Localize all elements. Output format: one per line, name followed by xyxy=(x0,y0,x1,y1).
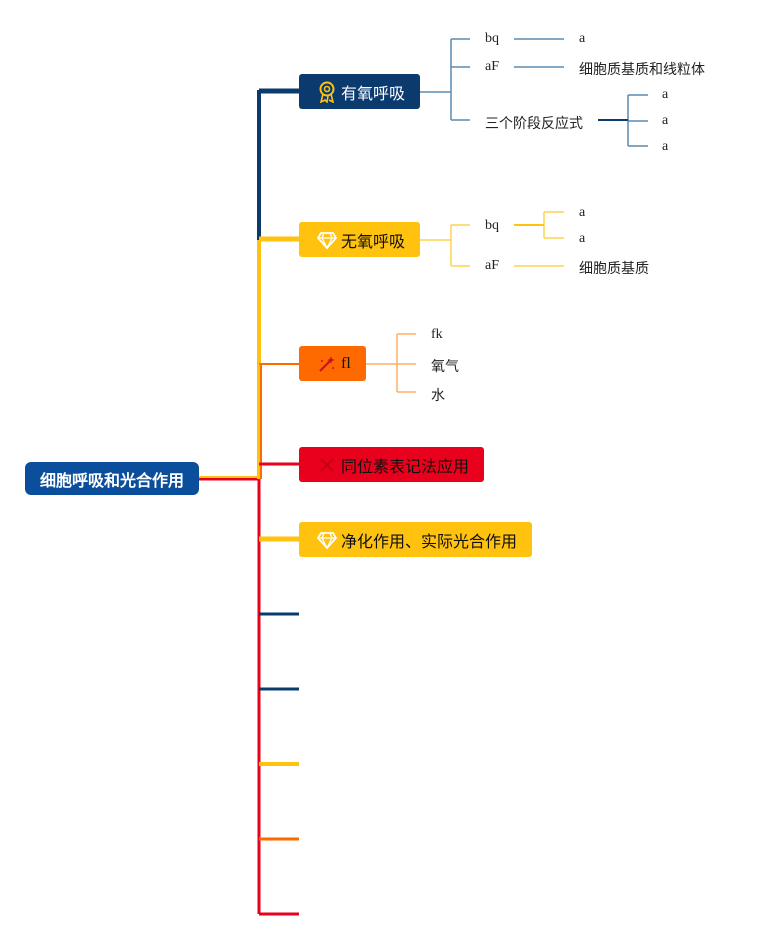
branch-anaerobic[interactable]: 无氧呼吸 xyxy=(299,222,420,257)
branch-aerobic[interactable]: 有氧呼吸 xyxy=(299,74,420,109)
root-topic-label: 细胞呼吸和光合作用 xyxy=(39,472,184,490)
branch-fl-label: fl xyxy=(341,354,351,372)
branch-fl[interactable]: fl xyxy=(299,346,366,381)
branch-isotope[interactable]: 同位素表记法应用 xyxy=(299,447,484,482)
aerobic-af-label[interactable]: aF xyxy=(485,59,499,74)
fl-child-item[interactable]: fk xyxy=(431,327,443,342)
fl-subtree-connectors xyxy=(366,333,416,393)
anaerobic-bq-value[interactable]: a xyxy=(579,231,586,246)
aerobic-af-value[interactable]: 细胞质基质和线粒体 xyxy=(579,62,705,78)
root-topic[interactable]: 细胞呼吸和光合作用 xyxy=(25,462,199,495)
branch-purify[interactable]: 净化作用、实际光合作用 xyxy=(299,522,532,557)
aerobic-stage-value[interactable]: a xyxy=(662,139,669,154)
aerobic-bq-label[interactable]: bq xyxy=(485,31,499,46)
aerobic-bq-value[interactable]: a xyxy=(579,31,586,46)
aerobic-subtree-connectors xyxy=(420,38,648,147)
award-ribbon-icon xyxy=(317,81,337,103)
branch-isotope-label: 同位素表记法应用 xyxy=(341,458,470,476)
fl-child-item[interactable]: 水 xyxy=(431,388,445,404)
aerobic-stage-value[interactable]: a xyxy=(662,87,669,102)
fl-child-item[interactable]: 氧气 xyxy=(431,359,459,375)
branch-aerobic-label: 有氧呼吸 xyxy=(341,85,406,103)
diamond-icon xyxy=(317,529,337,551)
diamond-icon xyxy=(317,229,337,251)
anaerobic-bq-value[interactable]: a xyxy=(579,205,586,220)
anaerobic-bq-label[interactable]: bq xyxy=(485,218,499,233)
aerobic-stages-label[interactable]: 三个阶段反应式 xyxy=(485,116,583,132)
branch-purify-label: 净化作用、实际光合作用 xyxy=(341,533,518,551)
anaerobic-af-value[interactable]: 细胞质基质 xyxy=(579,261,649,277)
tools-icon xyxy=(317,454,337,476)
branch-anaerobic-label: 无氧呼吸 xyxy=(341,233,406,251)
aerobic-stage-value[interactable]: a xyxy=(662,113,669,128)
anaerobic-af-label[interactable]: aF xyxy=(485,258,499,273)
magic-wand-icon xyxy=(317,353,337,375)
